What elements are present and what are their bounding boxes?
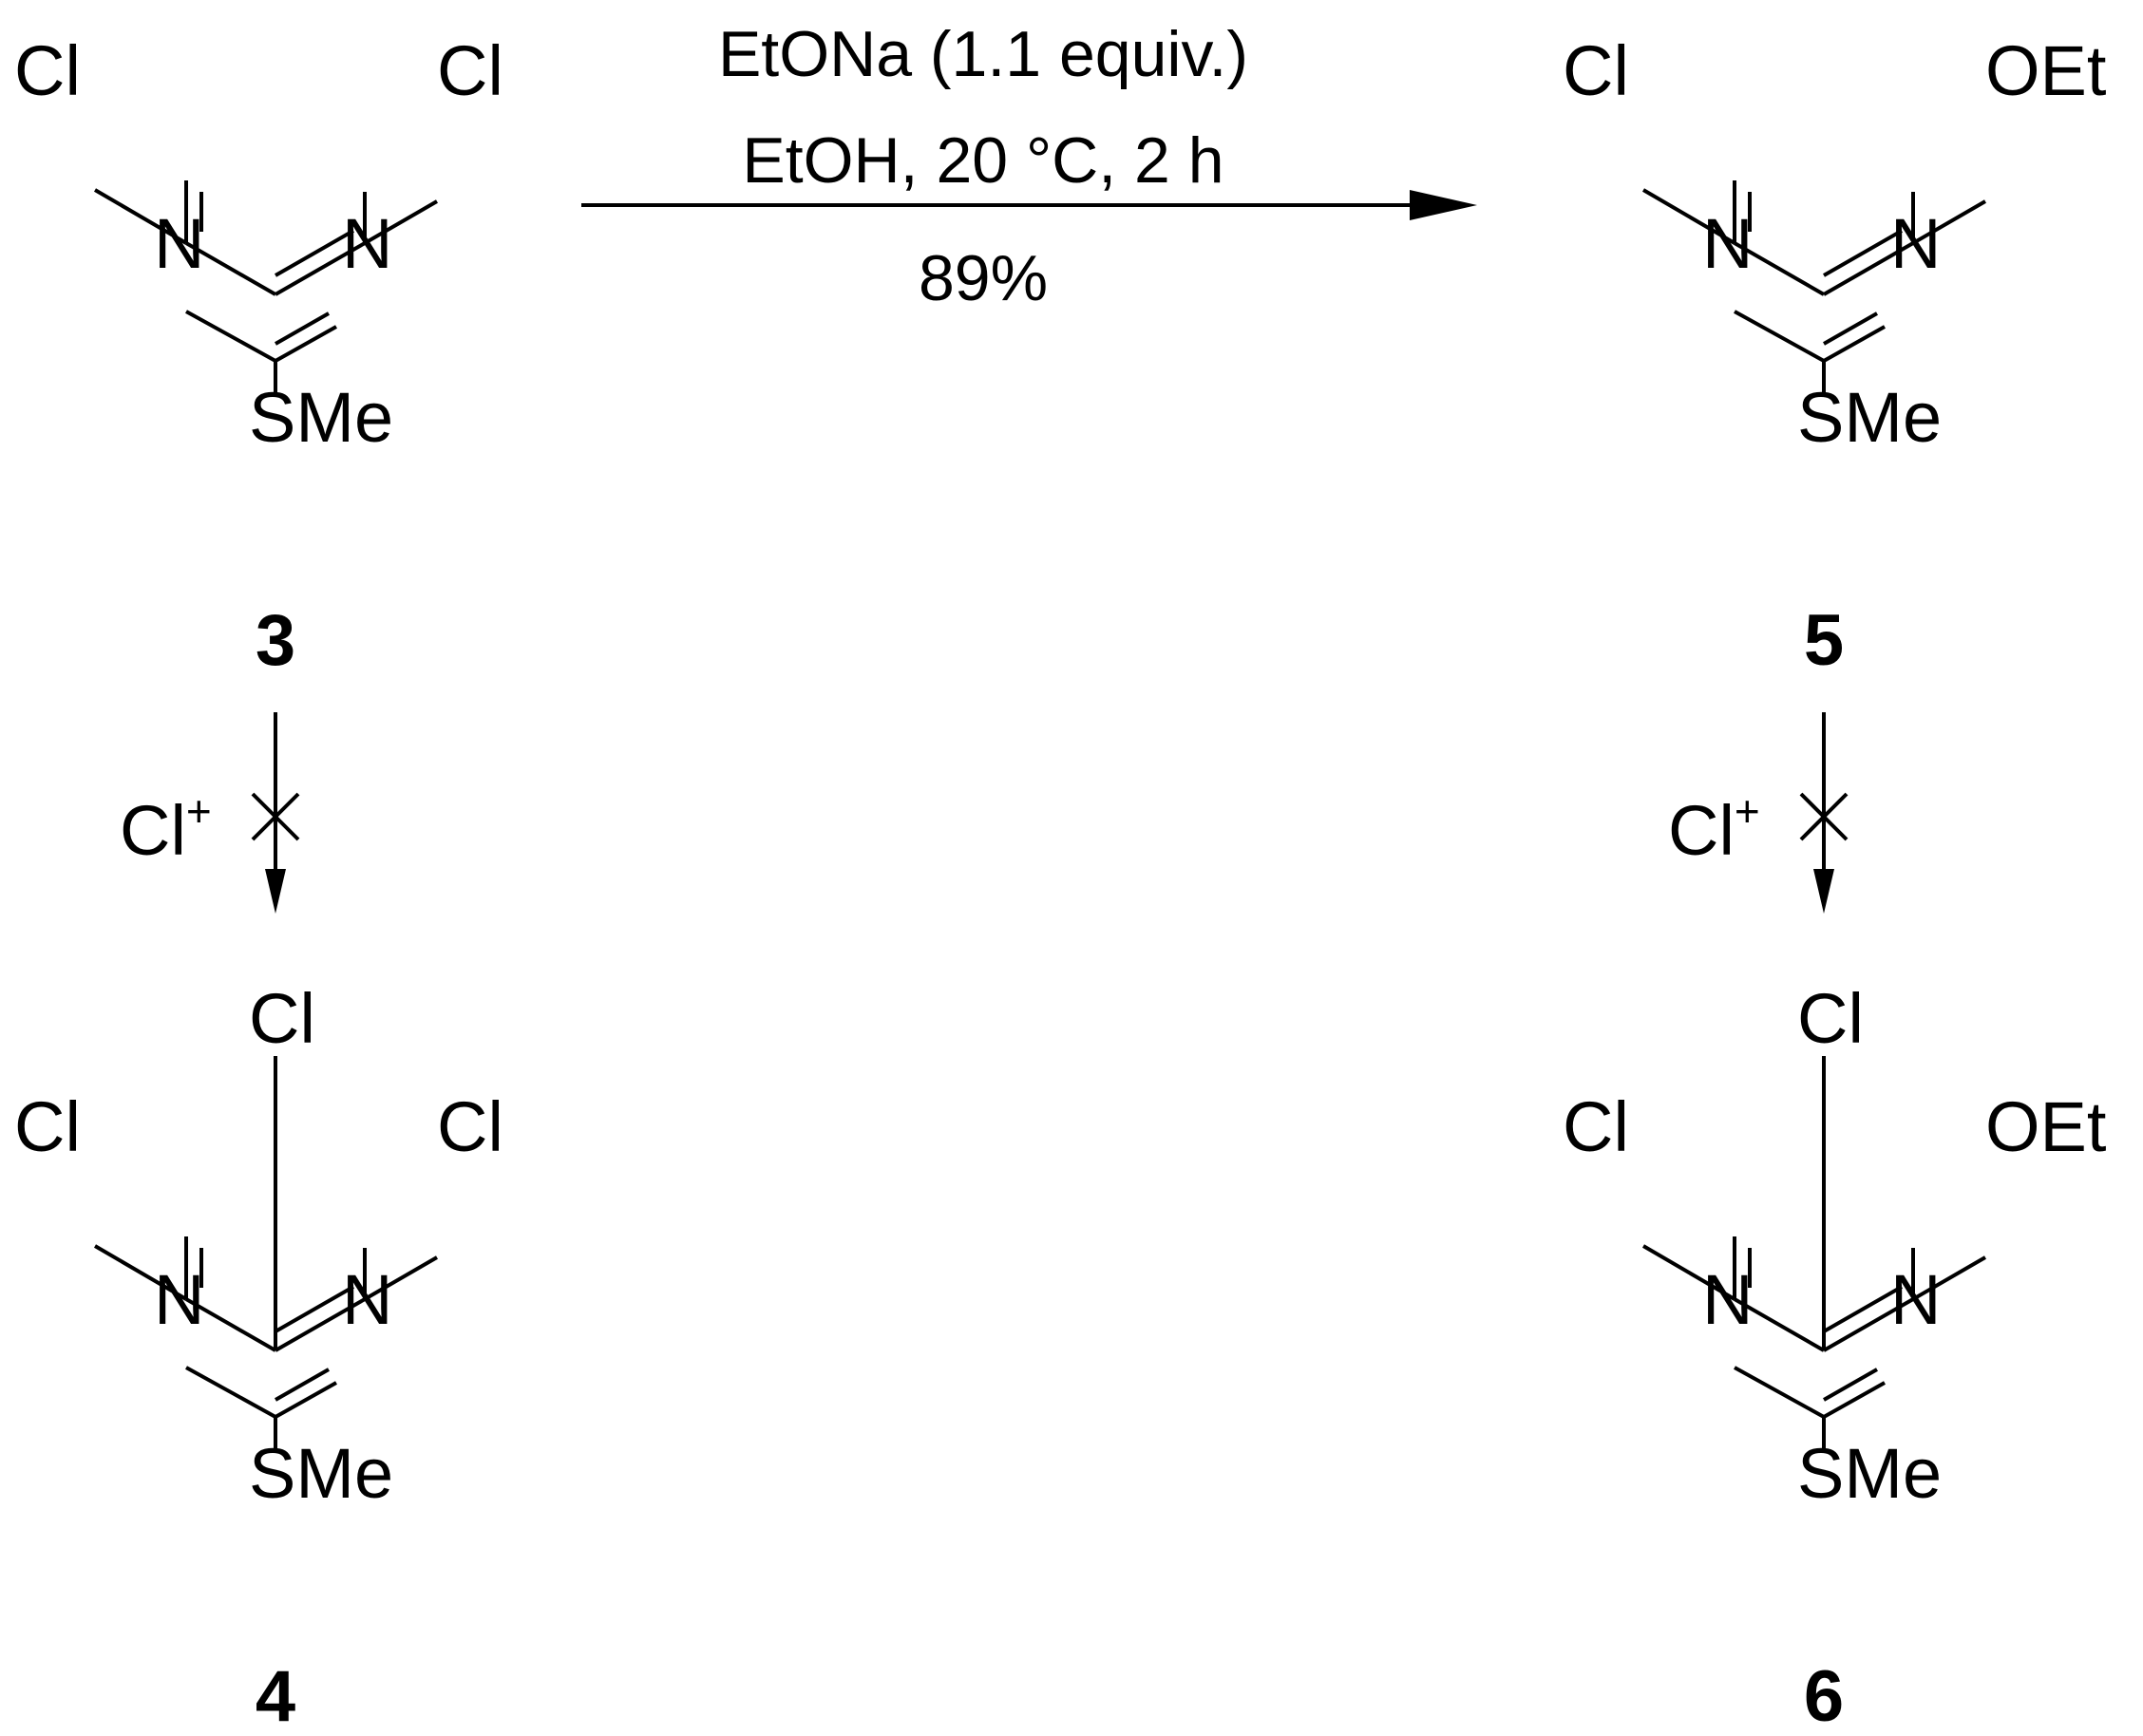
atom-n-right: N bbox=[1890, 1260, 1941, 1339]
atom-sme: SMe bbox=[1797, 1434, 1942, 1513]
substituent-bonds bbox=[93, 188, 439, 245]
blocked-reagent: Cl+ bbox=[1668, 786, 1760, 870]
compound-number: 6 bbox=[1804, 1656, 1844, 1736]
atom-sme: SMe bbox=[249, 378, 393, 457]
arrowhead bbox=[1410, 190, 1477, 220]
atom-n-right: N bbox=[342, 1260, 392, 1339]
ring-bonds bbox=[1733, 180, 1915, 397]
atom-cl-top: Cl bbox=[1797, 979, 1864, 1058]
cross-mark bbox=[251, 792, 300, 841]
compound-3: Cl Cl N N SMe 3 bbox=[14, 31, 503, 681]
substituent-bonds bbox=[1641, 1056, 1987, 1350]
atom-oet: OEt bbox=[1985, 1087, 2107, 1166]
cross-mark bbox=[1799, 792, 1849, 841]
atom-oet: OEt bbox=[1985, 31, 2107, 110]
compound-4: Cl Cl Cl N N SMe 4 bbox=[14, 979, 503, 1736]
atom-sme: SMe bbox=[249, 1434, 393, 1513]
ring-bonds bbox=[184, 1236, 367, 1453]
condition-solvent: EtOH, 20 °C, 2 h bbox=[742, 124, 1223, 197]
compound-number: 4 bbox=[256, 1656, 295, 1736]
atom-cl-left: Cl bbox=[14, 1087, 81, 1166]
ring-bonds bbox=[184, 180, 367, 397]
condition-reagent: EtONa (1.1 equiv.) bbox=[718, 18, 1248, 90]
atom-cl-top: Cl bbox=[249, 979, 315, 1058]
atom-n-left: N bbox=[154, 1260, 204, 1339]
atom-n-left: N bbox=[1702, 1260, 1753, 1339]
reaction-arrow-group: EtONa (1.1 equiv.) EtOH, 20 °C, 2 h 89% bbox=[581, 18, 1477, 314]
blocked-reagent: Cl+ bbox=[120, 786, 212, 870]
blocked-arrow-right: Cl+ bbox=[1668, 712, 1849, 914]
atom-cl-left: Cl bbox=[1563, 1087, 1629, 1166]
substituent-bonds bbox=[93, 1056, 439, 1350]
atom-cl-right: Cl bbox=[437, 31, 503, 110]
atom-n-left: N bbox=[1702, 204, 1753, 283]
compound-5: Cl OEt N N SMe 5 bbox=[1563, 31, 2107, 681]
atom-n-right: N bbox=[1890, 204, 1941, 283]
ring-bonds bbox=[1733, 1236, 1915, 1453]
atom-n-left: N bbox=[154, 204, 204, 283]
blocked-arrow-left: Cl+ bbox=[120, 712, 300, 914]
atom-cl-left: Cl bbox=[1563, 31, 1629, 110]
arrowhead bbox=[1813, 869, 1834, 914]
compound-6: Cl Cl OEt N N SMe 6 bbox=[1563, 979, 2107, 1736]
reaction-yield: 89% bbox=[919, 242, 1048, 314]
compound-number: 5 bbox=[1804, 600, 1844, 681]
atom-sme: SMe bbox=[1797, 378, 1942, 457]
atom-cl-right: Cl bbox=[437, 1087, 503, 1166]
compound-number: 3 bbox=[256, 600, 295, 681]
atom-cl-left: Cl bbox=[14, 31, 81, 110]
atom-n-right: N bbox=[342, 204, 392, 283]
substituent-bonds bbox=[1641, 188, 1987, 245]
arrowhead bbox=[265, 869, 286, 914]
